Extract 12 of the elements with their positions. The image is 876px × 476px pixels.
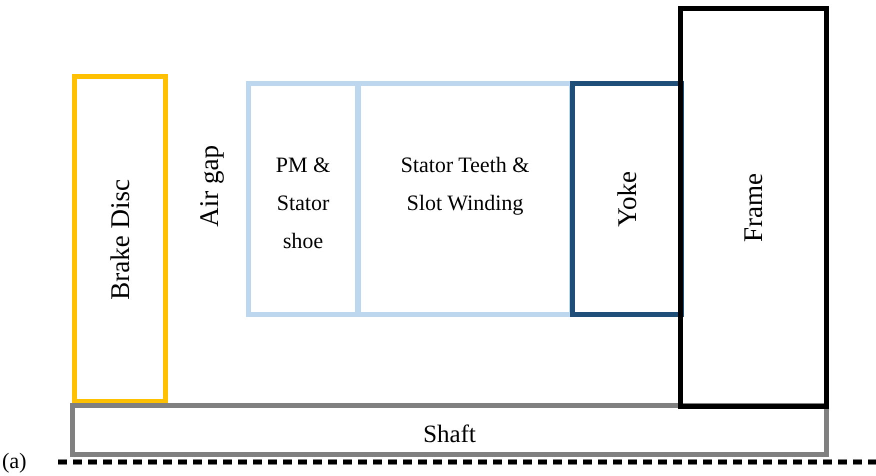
component-label: Frame [740, 173, 767, 242]
component-label: Brake Disc [106, 178, 134, 300]
gap-label: Air gap [196, 145, 223, 227]
component-label: Stator Teeth & Slot Winding [400, 151, 530, 217]
component-block [70, 403, 829, 457]
component-label: PM & Stator shoe [274, 151, 332, 255]
component-block [678, 6, 829, 409]
figure-label: (a) [2, 450, 26, 472]
component-block [570, 81, 684, 317]
component-block [72, 74, 168, 404]
component-label: Yoke [614, 171, 640, 227]
component-label: Shaft [423, 420, 476, 450]
